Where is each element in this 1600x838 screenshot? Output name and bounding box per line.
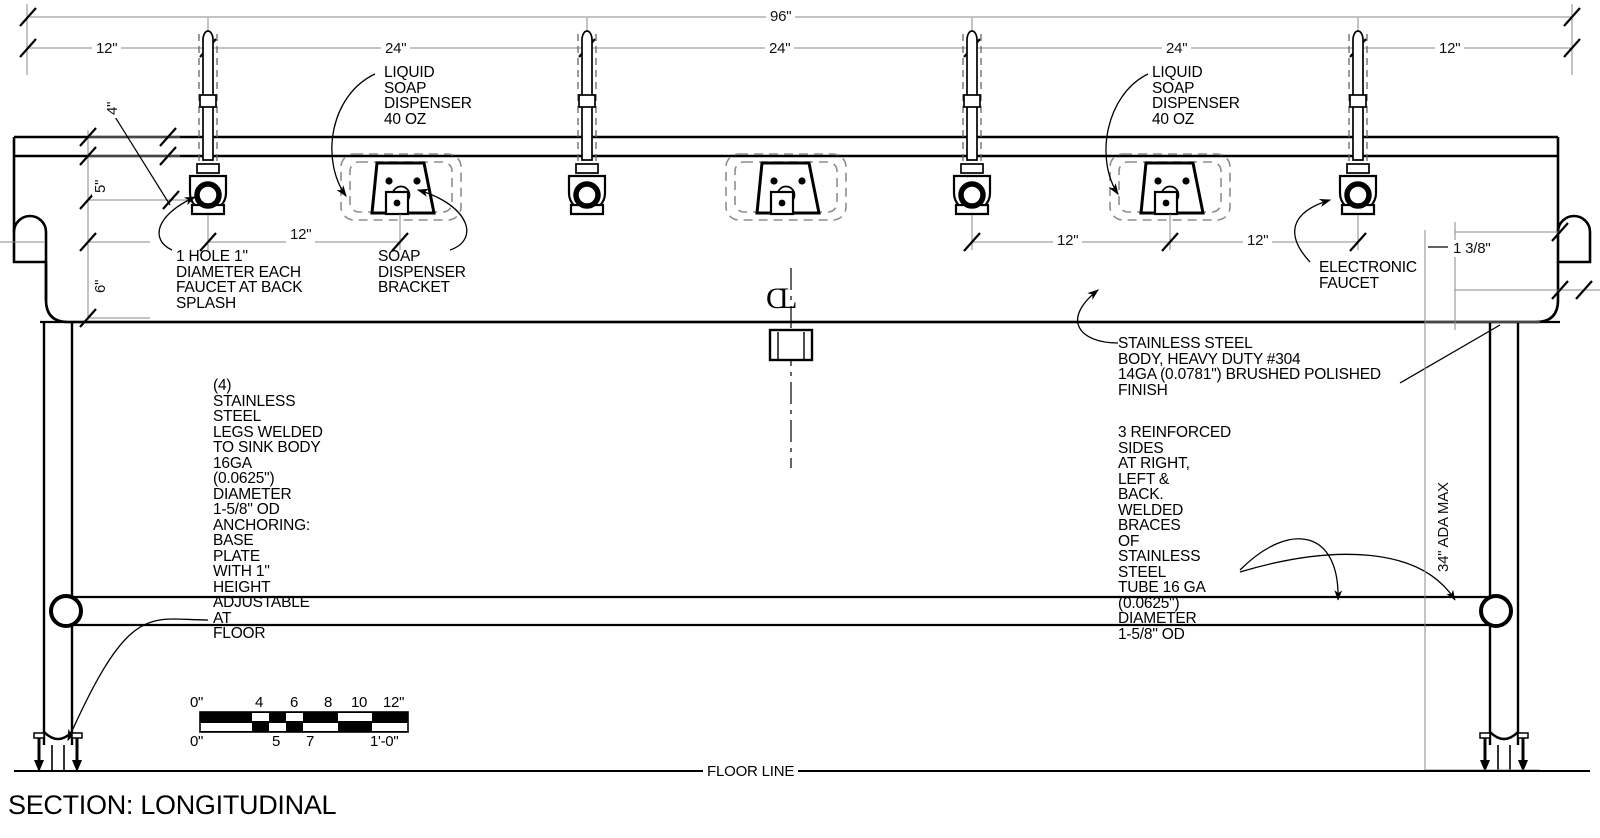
dim-top-1: 12": [92, 40, 122, 57]
mid-dimension-ticks: [199, 232, 1367, 252]
adjustable-foot-left: [33, 732, 83, 772]
dim-edge-thickness: 1 3/8": [1449, 240, 1495, 257]
callout-faucet-hole: 1 HOLE 1" DIAMETER EACH FAUCET AT BACK S…: [176, 248, 303, 312]
dim-top-5: 12": [1435, 40, 1465, 57]
leader-body-right: [1399, 324, 1501, 384]
callout-soap-dispenser-right: LIQUID SOAP DISPENSER 40 OZ: [1152, 64, 1240, 128]
dim-top-2: 24": [381, 40, 411, 57]
scale-top-label-10: 10: [351, 694, 368, 711]
leader-soap-right: [1105, 73, 1149, 196]
dim-mid-right-12b: 12": [1243, 232, 1273, 249]
dimension-ticks-overall: [19, 7, 1581, 27]
vertical-dim-lines-left: [0, 130, 190, 320]
leader-legs: [67, 618, 209, 742]
callout-electronic-faucet: ELECTRONIC FAUCET: [1319, 259, 1417, 292]
soap-dispenser-1: [340, 153, 462, 221]
backsplash-top-rail: [14, 135, 1558, 158]
scale-top-label-0: 0": [190, 694, 204, 711]
faucet-3: [952, 30, 992, 216]
callout-legs-spec: (4) STAINLESS STEEL LEGS WELDED TO SINK …: [213, 377, 323, 642]
leader-4in: [111, 111, 171, 206]
scale-top-label-6: 6: [290, 694, 299, 711]
soap-dispenser-3: [1109, 153, 1231, 221]
dim-top-3: 24": [765, 40, 795, 57]
extension-lines: [26, 4, 1573, 75]
callout-body-spec: STAINLESS STEEL BODY, HEAVY DUTY #304 14…: [1118, 335, 1381, 399]
faucet-4: [1338, 30, 1378, 216]
leader-soap-left: [331, 73, 376, 198]
scale-top-label-8: 8: [324, 694, 333, 711]
faucet-2: [567, 30, 607, 216]
floor-line-label: FLOOR LINE: [703, 763, 799, 780]
backsplash-returns: [12, 137, 1560, 232]
dim-vertical-5in: 5": [92, 176, 109, 196]
leader-brace-2: [1239, 553, 1456, 601]
callout-soap-bracket: SOAP DISPENSER BRACKET: [378, 248, 466, 296]
rolled-rim-left: [12, 214, 48, 264]
faucet-hole-4: [1344, 181, 1372, 209]
drain-outlet: [768, 328, 814, 362]
faucet-hole-3: [958, 181, 986, 209]
leader-body-left: [1076, 289, 1119, 344]
cross-brace: [66, 595, 1496, 627]
scale-bottom-label-0: 0": [190, 733, 204, 750]
leader-soap-bracket: [416, 188, 468, 251]
scale-bottom-label-7: 7: [306, 733, 315, 750]
page-title: SECTION: LONGITUDINAL: [8, 790, 337, 820]
leg-right: [1488, 322, 1520, 745]
dim-vertical-6in: 6": [92, 276, 109, 296]
dim-ada-max: 34" ADA MAX: [1435, 479, 1452, 575]
adjustable-foot-right: [1479, 732, 1529, 772]
centerline-symbol: CL: [766, 282, 797, 315]
callout-soap-dispenser-left: LIQUID SOAP DISPENSER 40 OZ: [384, 64, 472, 128]
right-thickness-ticks: [1551, 222, 1593, 300]
vertical-dim-ticks-left: [79, 127, 180, 328]
leg-left: [42, 322, 74, 745]
scale-bottom-label-5: 5: [272, 733, 281, 750]
scale-top-label-12: 12": [383, 694, 405, 711]
dim-top-4: 24": [1162, 40, 1192, 57]
rolled-rim-right: [1556, 214, 1592, 264]
scale-bottom-label-1ft: 1'-0": [370, 733, 399, 750]
leader-brace-1: [1239, 538, 1343, 601]
brace-joint-right: [1479, 594, 1513, 628]
soap-dispenser-2: [725, 153, 847, 221]
faucet-hole-1: [194, 181, 222, 209]
scale-top-label-4: 4: [255, 694, 264, 711]
scale-bar-graphic: [199, 711, 409, 733]
callout-braces-spec: 3 REINFORCED SIDES AT RIGHT, LEFT & BACK…: [1118, 424, 1232, 643]
brace-joint-left: [49, 594, 83, 628]
faucet-hole-2: [573, 181, 601, 209]
dim-vertical-4in: 4": [104, 98, 121, 118]
leader-faucet-hole: [158, 196, 197, 251]
faucet-1: [188, 30, 228, 216]
dim-mid-left-12: 12": [286, 226, 316, 243]
leader-electronic-faucet: [1294, 199, 1332, 263]
dim-overall-width: 96": [766, 8, 796, 25]
dim-mid-right-12a: 12": [1053, 232, 1083, 249]
